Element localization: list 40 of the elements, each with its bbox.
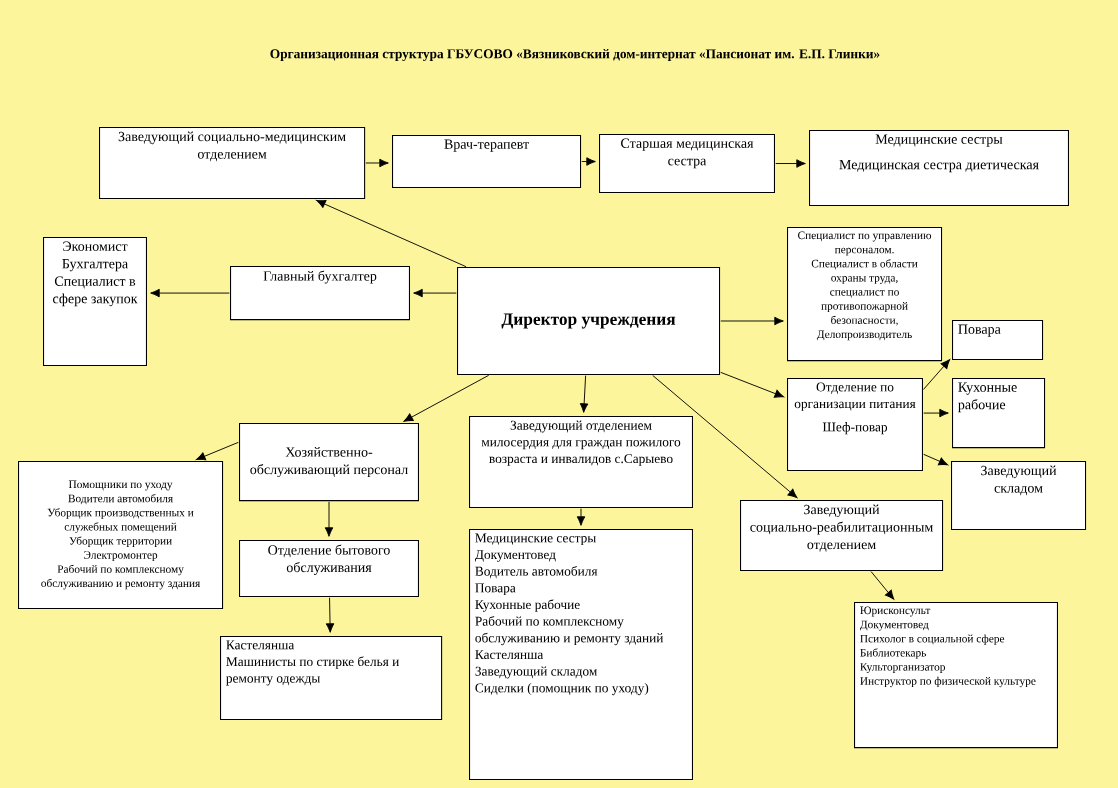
position-box: Повара [952,320,1044,360]
arrow [652,374,798,499]
arrow [150,288,230,298]
arrow [581,157,596,166]
position-box: Заведующий отделением милосердия для граждан пожилого возраста и инвалидов с.Сарыево [469,416,693,508]
position-box: Врач-терапевт [392,135,582,189]
position-box: Главный бухгалтер [230,266,410,321]
arrow [923,453,949,466]
arrow [324,501,334,537]
position-box: Заведующий складом [951,461,1087,531]
position-box: Заведующий социально-реабилитационным отделением [740,500,944,572]
position-box: Отделение по организации питания Шеф-повар [787,378,923,472]
staff-list-box: Юрисконсульт Документовед Психолог в социальной сфере Библиотекарь Культорганизатор Инструктор по физической культуре [854,602,1058,749]
position-box: Кухонные рабочие [952,378,1046,449]
staff-list-box: Экономист Бухгалтера Специалист в сфере закупок [43,237,147,367]
director-box: Директор учреждения [457,267,721,375]
position-box: Старшая медицинская сестра [599,134,775,194]
arrow [870,571,895,600]
arrow [365,158,389,168]
arrow [775,159,806,168]
position-box: Медицинские сестры Медицинская сестра диетическая [809,130,1069,206]
arrow [720,371,785,398]
arrow [403,374,490,422]
staff-list-box: Помощники по уходу Водители автомобиля Уборщик производственных и служебных помещений Уборщик территории Электромонтер Рабочий по комплексному обслуживанию и ремонту здания [18,461,224,609]
position-box: Хозяйственно-обслуживающий персонал [239,423,419,502]
arrow [720,316,784,326]
staff-list-box: Кастелянша Машинисты по стирке белья и ремонту одежды [220,636,443,720]
arrow [196,441,239,461]
arrow [579,375,589,413]
arrow [413,288,457,298]
arrow [922,359,951,390]
position-box: Заведующий социально-медицинским отделением [99,127,366,199]
arrow [576,508,586,526]
staff-list-box: Специалист по управлению персоналом. Специалист в области охраны труда, специалист по противопожарной безопасности, Делопроизводитель [787,227,943,362]
arrow [923,408,949,418]
title: Организационная структура ГБУСОВО «Вязниковский дом-интернат «Пансионат им. Е.П. Глинки» [270,48,880,62]
arrow [316,200,467,268]
arrow [325,597,335,633]
staff-list-box: Медицинские сестры Документовед Водитель автомобиля Повара Кухонные рабочие Рабочий по комплексному обслуживанию и ремонту зданий Кастелянша Заведующий складом Сиделки (помощник по уходу) [469,529,693,781]
position-box: Отделение бытового обслуживания [239,540,419,598]
